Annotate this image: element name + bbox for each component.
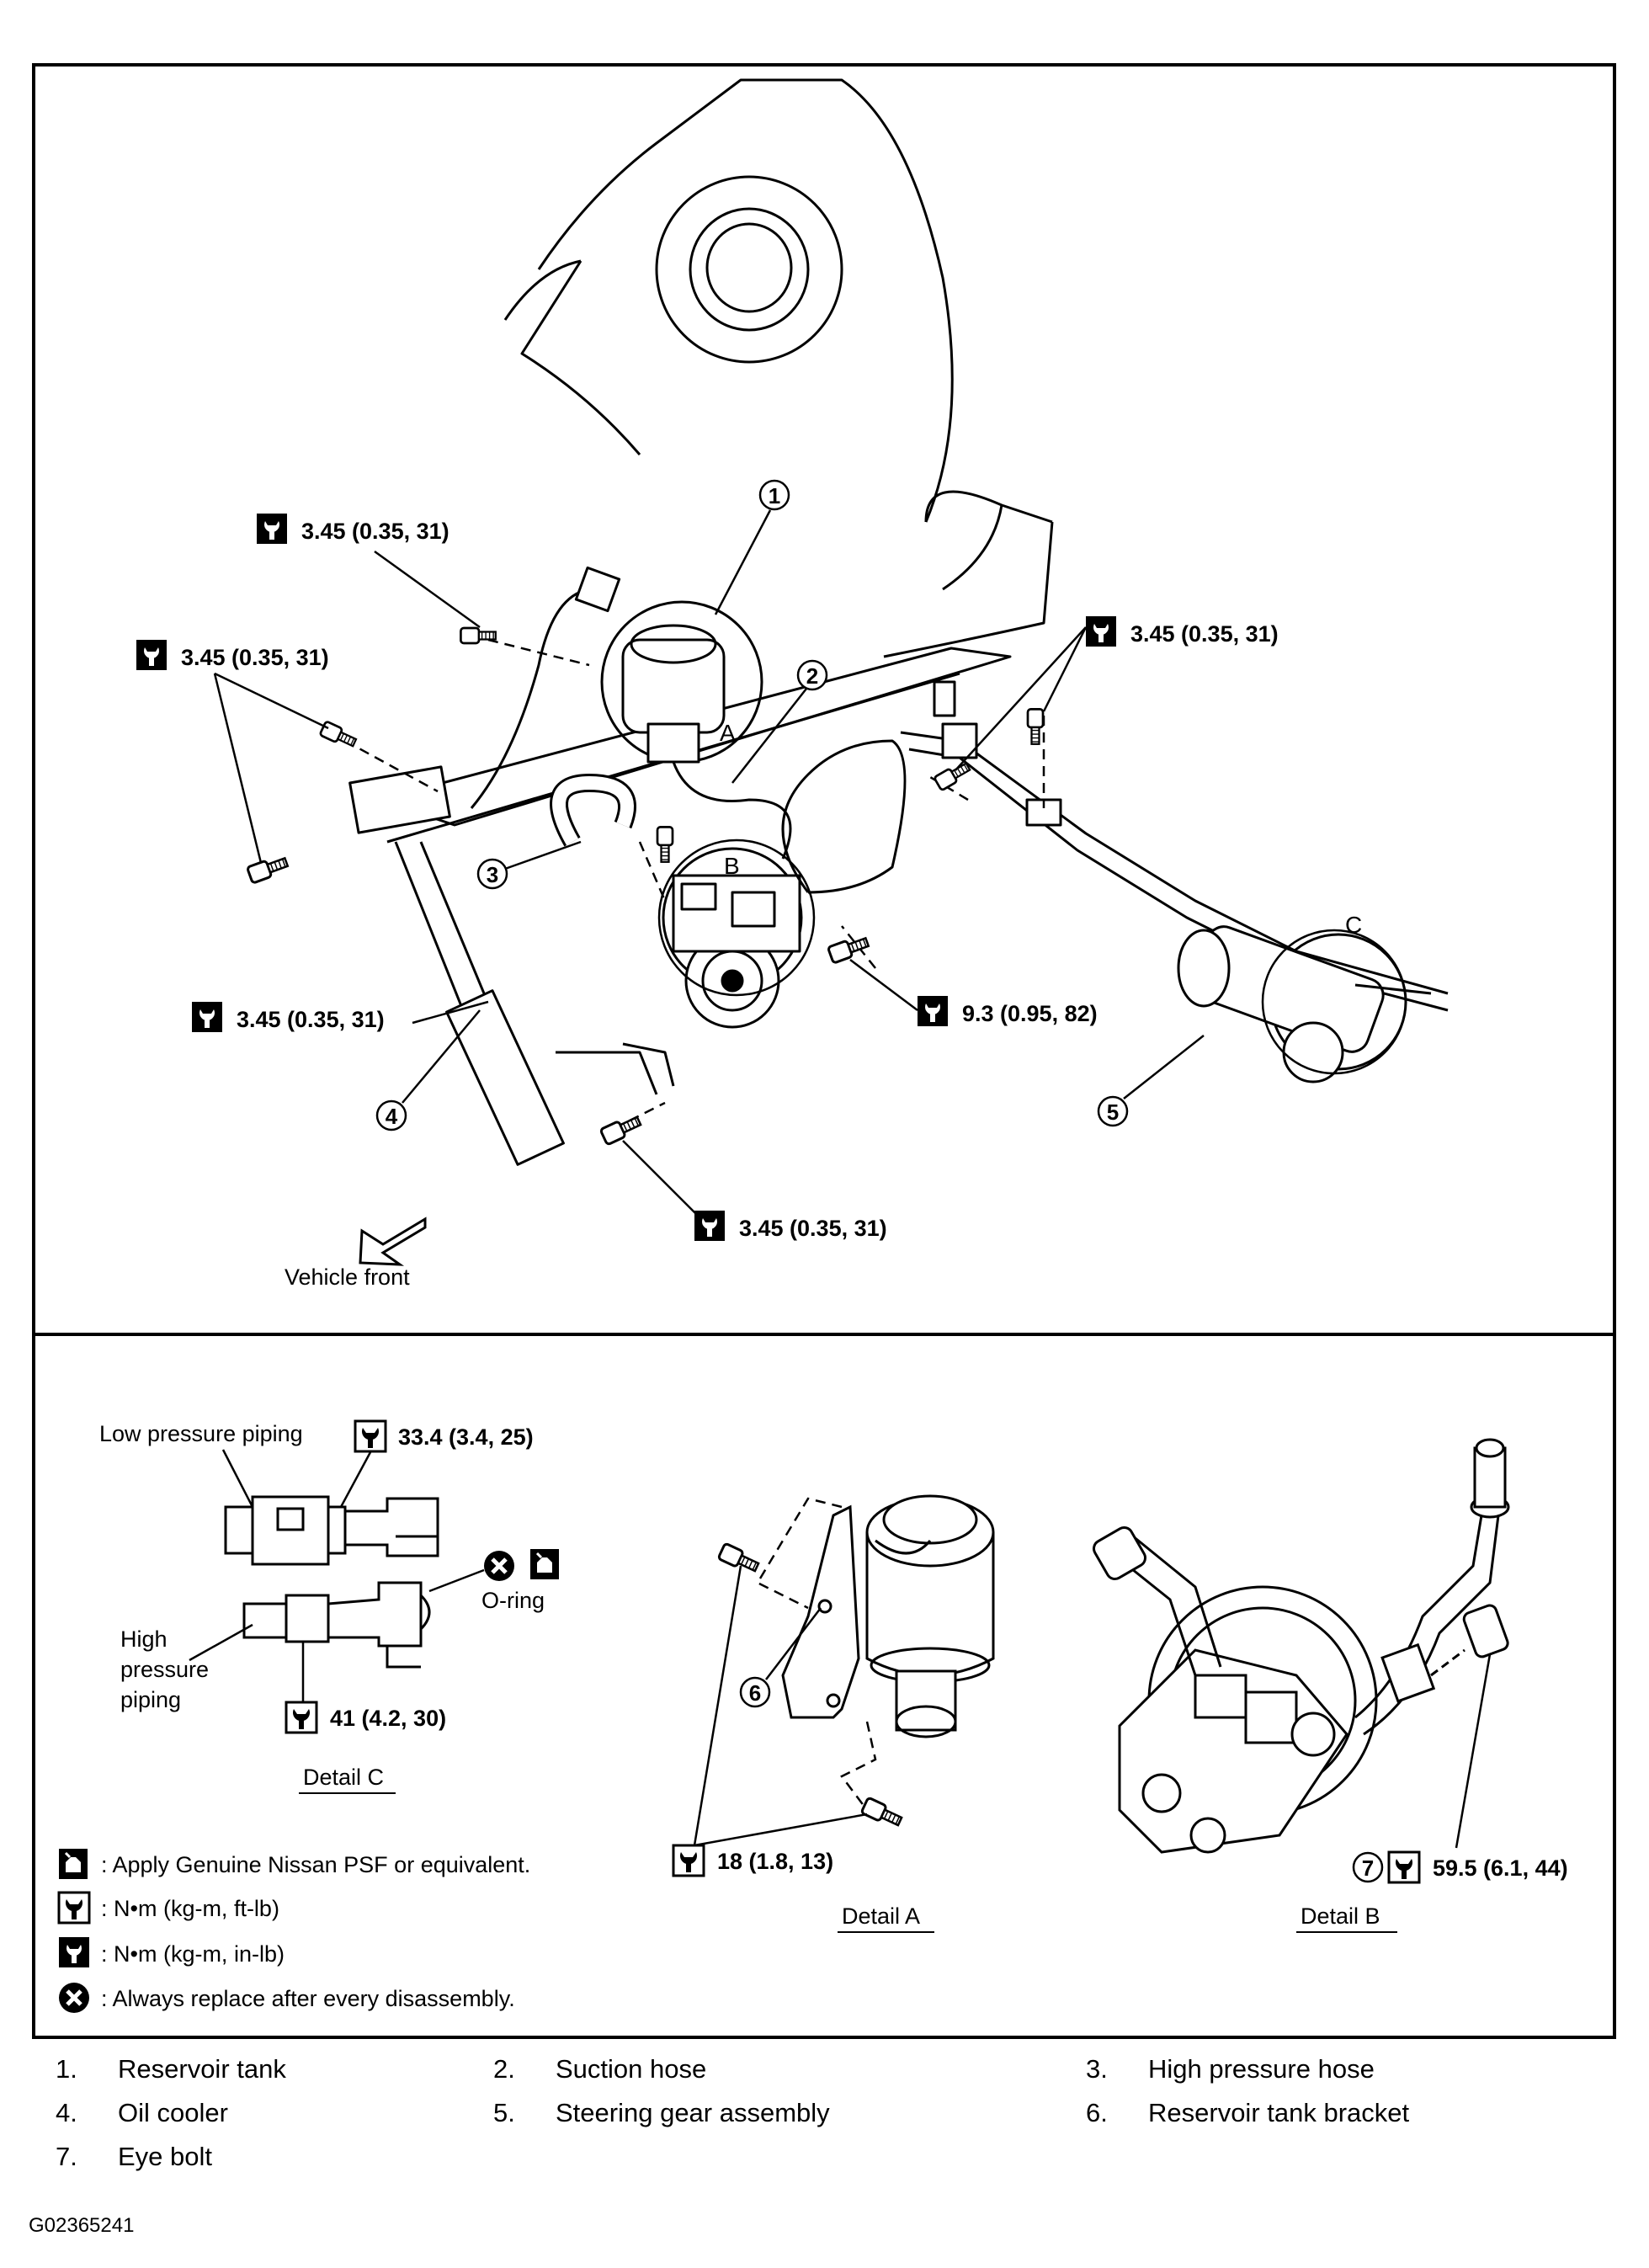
detail-c-title: Detail C xyxy=(303,1765,384,1790)
parts-legend: 1. Reservoir tank 2. Suction hose 3. Hig… xyxy=(0,2054,1649,2197)
legend-num-7: 7. xyxy=(56,2142,77,2171)
detail-b-illustration xyxy=(1093,1438,1510,1854)
callout-1: 1 xyxy=(758,479,790,511)
torque-label-5: 3.45 (0.35, 31) xyxy=(694,1211,887,1241)
torque-detail-a: 18 (1.8, 13) xyxy=(672,1844,833,1877)
svg-text:18 (1.8, 13): 18 (1.8, 13) xyxy=(717,1849,833,1874)
torque-label-1: 3.45 (0.35, 31) xyxy=(257,514,449,544)
torque-detail-b: 59.5 (6.1, 44) xyxy=(1387,1850,1568,1884)
detail-a-title: Detail A xyxy=(842,1903,920,1929)
legend-label-2: Suction hose xyxy=(556,2054,707,2084)
legend-label-7: Eye bolt xyxy=(118,2142,213,2171)
detail-frame xyxy=(32,1333,1616,2039)
symbol-torque-ftlb: : N•m (kg-m, ft-lb) xyxy=(57,1891,279,1925)
torque-leaders xyxy=(213,550,1088,1217)
symbol-psf: : Apply Genuine Nissan PSF or equivalent… xyxy=(57,1847,530,1881)
callout-2: 2 xyxy=(796,659,828,691)
callout-leaders xyxy=(402,509,1205,1104)
callout-7: 7 xyxy=(1352,1851,1384,1883)
svg-text:33.4 (3.4, 25): 33.4 (3.4, 25) xyxy=(398,1424,534,1450)
detail-c-illustration xyxy=(224,1495,439,1669)
svg-text:3.45 (0.35, 31): 3.45 (0.35, 31) xyxy=(739,1216,887,1241)
high-pressure-label-2: pressure xyxy=(120,1657,209,1682)
svg-text:59.5 (6.1, 44): 59.5 (6.1, 44) xyxy=(1433,1855,1568,1881)
torque-label-2: 3.45 (0.35, 31) xyxy=(136,640,329,670)
marker-b: B xyxy=(724,853,740,879)
high-pressure-label-1: High xyxy=(120,1626,168,1652)
oring-marker: O-ring xyxy=(481,1547,561,1613)
legend-label-6: Reservoir tank bracket xyxy=(1148,2098,1410,2127)
callout-4: 4 xyxy=(375,1099,407,1131)
callout-6: 6 xyxy=(739,1676,771,1708)
legend-num-3: 3. xyxy=(1086,2054,1108,2084)
symbol-torque-inlb: : N•m (kg-m, in-lb) xyxy=(59,1937,285,1967)
svg-text:: Always replace after every d: : Always replace after every disassembly… xyxy=(101,1986,515,2011)
assembly-illustration xyxy=(344,78,1449,1166)
figure-id: G02365241 xyxy=(29,2214,135,2237)
marker-c: C xyxy=(1345,912,1362,938)
svg-text:3.45 (0.35, 31): 3.45 (0.35, 31) xyxy=(301,519,449,544)
torque-label-3: 3.45 (0.35, 31) xyxy=(1086,616,1279,647)
legend-num-5: 5. xyxy=(493,2098,515,2127)
svg-text:1: 1 xyxy=(769,483,780,508)
callouts: 1 2 3 4 5 xyxy=(375,479,1129,1131)
legend-num-4: 4. xyxy=(56,2098,77,2127)
detail-markers: A B C xyxy=(657,720,1407,1075)
svg-text:2: 2 xyxy=(806,663,818,689)
legend-num-1: 1. xyxy=(56,2054,77,2084)
svg-text:: N•m (kg-m, ft-lb): : N•m (kg-m, ft-lb) xyxy=(101,1896,279,1921)
svg-text:3.45 (0.35, 31): 3.45 (0.35, 31) xyxy=(181,645,329,670)
callout-5: 5 xyxy=(1097,1095,1129,1127)
symbol-replace: : Always replace after every disassembly… xyxy=(59,1983,515,2013)
legend-label-1: Reservoir tank xyxy=(118,2054,286,2084)
svg-text:9.3 (0.95, 82): 9.3 (0.95, 82) xyxy=(962,1001,1098,1026)
svg-text:: N•m (kg-m, in-lb): : N•m (kg-m, in-lb) xyxy=(101,1941,285,1967)
vehicle-front-label: Vehicle front xyxy=(285,1264,410,1290)
svg-text:3.45 (0.35, 31): 3.45 (0.35, 31) xyxy=(237,1007,385,1032)
svg-text:4: 4 xyxy=(386,1104,398,1129)
legend-label-4: Oil cooler xyxy=(118,2098,228,2127)
high-pressure-label-3: piping xyxy=(120,1687,181,1712)
symbol-key: : Apply Genuine Nissan PSF or equivalent… xyxy=(57,1847,530,2013)
legend-num-6: 6. xyxy=(1086,2098,1108,2127)
torque-label-4: 3.45 (0.35, 31) xyxy=(192,1002,385,1032)
svg-text:3.45 (0.35, 31): 3.45 (0.35, 31) xyxy=(1130,621,1279,647)
torque-low-pressure: 33.4 (3.4, 25) xyxy=(354,1419,534,1453)
low-pressure-label: Low pressure piping xyxy=(99,1421,303,1446)
torque-high-pressure: 41 (4.2, 30) xyxy=(285,1701,446,1734)
svg-text:41 (4.2, 30): 41 (4.2, 30) xyxy=(330,1706,446,1731)
svg-text:7: 7 xyxy=(1362,1855,1374,1881)
svg-text:O-ring: O-ring xyxy=(481,1588,545,1613)
marker-a: A xyxy=(720,720,736,746)
legend-label-3: High pressure hose xyxy=(1148,2054,1375,2084)
detail-b-title: Detail B xyxy=(1301,1903,1380,1929)
diagram-canvas: A B C 1 2 3 4 5 3.45 (0.35, 31) 3.45 (0.… xyxy=(32,63,1616,2039)
svg-text:3: 3 xyxy=(487,862,498,887)
svg-text:5: 5 xyxy=(1107,1099,1119,1125)
legend-num-2: 2. xyxy=(493,2054,515,2084)
svg-text:: Apply Genuine Nissan PSF or: : Apply Genuine Nissan PSF or equivalent… xyxy=(101,1852,530,1877)
detail-a-illustration xyxy=(756,1494,995,1811)
torque-label-6: 9.3 (0.95, 82) xyxy=(918,996,1098,1026)
callout-3: 3 xyxy=(476,858,508,890)
legend-label-5: Steering gear assembly xyxy=(556,2098,830,2127)
svg-text:6: 6 xyxy=(749,1680,761,1706)
vehicle-front-arrow-icon xyxy=(359,1217,427,1266)
